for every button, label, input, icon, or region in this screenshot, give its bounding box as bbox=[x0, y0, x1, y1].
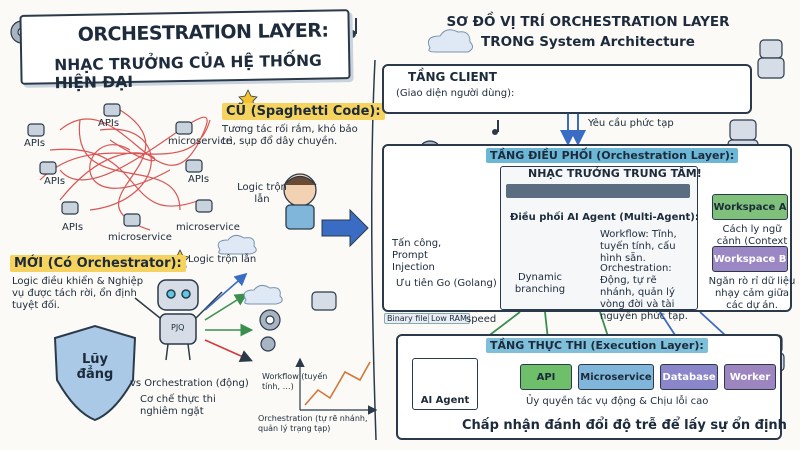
left-title-line2: NHẠC TRƯỞNG CỦA HỆ THỐNG HIỆN ĐẠI bbox=[54, 51, 322, 93]
workflow-description: Workflow: Tĩnh, tuyến tính, cấu hình sẵn… bbox=[600, 229, 677, 264]
workspace-a: Workspace A bbox=[712, 194, 788, 220]
ai-agent-coord-label: Điều phối AI Agent (Multi-Agent): bbox=[510, 212, 699, 223]
exec-database-box: Database bbox=[660, 364, 718, 390]
panel-divider bbox=[370, 59, 377, 441]
client-layer-title: TẦNG CLIENT bbox=[408, 70, 497, 84]
microservice-label-1: microservice bbox=[168, 136, 232, 147]
conductor-robot-icon bbox=[134, 279, 223, 361]
workflow-chart-icon bbox=[295, 357, 378, 415]
left-title-banner: ORCHESTRATION LAYER: NHẠC TRƯỞNG CỦA HỆ … bbox=[19, 9, 351, 92]
exec-ai-agent-box: AI Agent bbox=[412, 358, 478, 410]
apis-label-1: APIs bbox=[98, 118, 120, 129]
left-title-line1: ORCHESTRATION LAYER: bbox=[77, 19, 329, 46]
shield-text: Lũy đẳng bbox=[76, 352, 114, 382]
strict-text: Cơ chế thực thi nghiêm ngặt bbox=[140, 394, 216, 417]
go-priority-label: Ưu tiên Go (Golang) bbox=[396, 278, 497, 289]
control-strip bbox=[506, 184, 690, 198]
vs-text: vs Orchestration (động) bbox=[130, 378, 249, 389]
cloud-icon bbox=[217, 29, 474, 305]
right-title-line1: SƠ ĐỒ VỊ TRÍ ORCHESTRATION LAYER bbox=[446, 14, 730, 30]
exec-microservice-box: Microservice bbox=[578, 364, 654, 390]
apis-label-2: APIs bbox=[24, 138, 46, 149]
orchestration-description: Orchestration: Động, tự rẽ nhánh, quản l… bbox=[600, 263, 688, 322]
old-heading: CŨ (Spaghetti Code): bbox=[222, 103, 385, 120]
binary-chip: Binary file bbox=[384, 313, 431, 324]
client-layer bbox=[382, 64, 752, 114]
apis-label-3: APIs bbox=[44, 176, 66, 187]
orchestration-layer-title: TẦNG ĐIỀU PHỐI (Orchestration Layer): bbox=[486, 148, 739, 163]
apis-label-5: APIs bbox=[62, 222, 84, 233]
exec-worker-box: Worker bbox=[724, 364, 776, 390]
client-layer-sub: (Giao diện người dùng): bbox=[396, 88, 515, 99]
logic-mixed-label-2: Logic trộn lẫn bbox=[188, 254, 257, 265]
microservice-label-3: microservice bbox=[108, 232, 172, 243]
stressed-person-icon bbox=[283, 173, 317, 230]
api-robot-icon bbox=[27, 103, 213, 227]
delegate-label: Ủy quyền tác vụ động & Chịu lỗi cao bbox=[526, 396, 709, 407]
right-title-line2: TRONG System Architecture bbox=[481, 34, 695, 50]
execution-layer-title: TẦNG THỰC THI (Execution Layer): bbox=[486, 338, 708, 353]
pjq-label: PJQ bbox=[171, 323, 185, 332]
shield-icon bbox=[53, 324, 137, 422]
apis-label-4: APIs bbox=[188, 174, 210, 185]
attack-label: Tấn công, Prompt Injection bbox=[392, 238, 442, 273]
dynamic-branching-label: Dynamic branching bbox=[514, 272, 566, 295]
logic-mixed-label: Logic trộn lẫn bbox=[237, 182, 287, 205]
workflow-text: Workflow (tuyến tính, …) bbox=[262, 372, 328, 391]
workspace-b: Workspace B bbox=[712, 246, 788, 272]
request-label: Yêu cầu phức tạp bbox=[588, 118, 674, 129]
new-description: Logic điều khiển & Nghiệp vụ được tách r… bbox=[12, 276, 144, 311]
low-ram-chip: Low RAM bbox=[428, 313, 470, 324]
microservice-label-2: microservice bbox=[176, 222, 240, 233]
speed-label: speed bbox=[466, 314, 497, 325]
spaghetti-lines bbox=[39, 109, 211, 231]
exec-ai-agent-label: AI Agent bbox=[420, 395, 470, 406]
exec-api-box: API bbox=[520, 364, 572, 390]
new-heading: MỚI (Có Orchestrator): bbox=[10, 255, 186, 272]
tradeoff-label: Chấp nhận đánh đổi độ trễ để lấy sự ổn đ… bbox=[462, 418, 787, 433]
old-description: Tương tác rối rắm, khó bảo trì, sụp đổ d… bbox=[222, 124, 358, 147]
conductor-title: NHẠC TRƯỞNG TRUNG TÂM! bbox=[528, 167, 702, 180]
prevent-leak-label: Ngăn rò rỉ dữ liệu nhạy cảm giữa các dự … bbox=[708, 276, 796, 311]
orchestration-text: Orchestration (tự rẽ nhánh, quản lý trạn… bbox=[258, 414, 368, 433]
transition-arrow-icon bbox=[321, 208, 369, 248]
